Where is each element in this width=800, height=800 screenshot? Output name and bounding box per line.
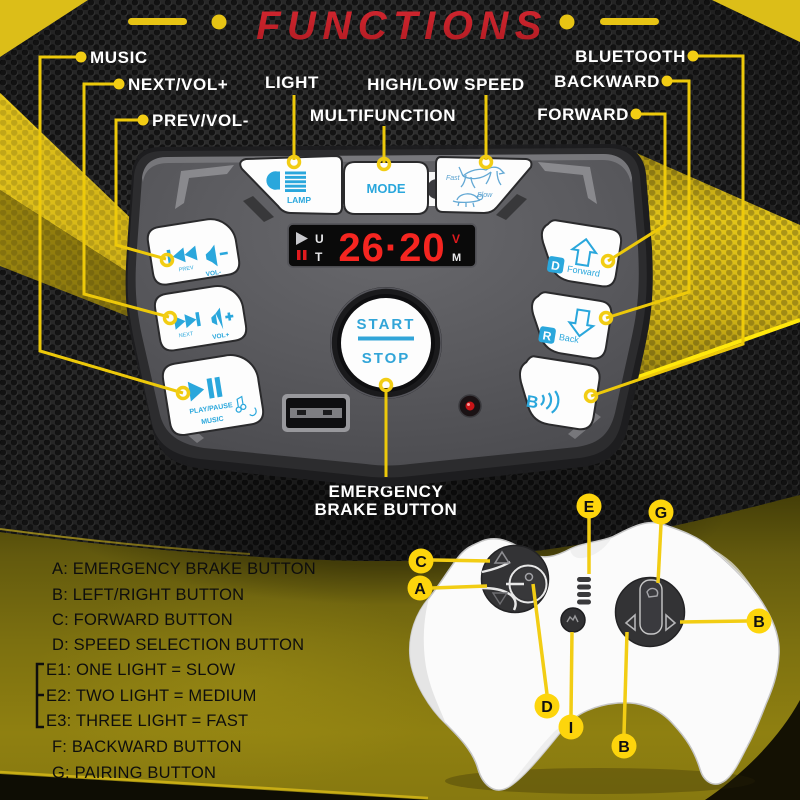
svg-text:B: B (753, 614, 765, 631)
svg-text:Back: Back (558, 332, 580, 345)
svg-text:C: FORWARD BUTTON: C: FORWARD BUTTON (52, 611, 233, 629)
svg-text:BLUETOOTH: BLUETOOTH (575, 47, 686, 66)
svg-text:B: B (618, 739, 630, 756)
svg-text:PREV: PREV (178, 265, 194, 273)
svg-text:C: C (415, 554, 427, 571)
svg-text:LAMP: LAMP (287, 195, 311, 205)
svg-text:NEXT/VOL+: NEXT/VOL+ (128, 75, 228, 94)
svg-text:B: B (525, 392, 540, 413)
svg-text:Fast: Fast (446, 175, 461, 182)
svg-text:FUNCTIONS: FUNCTIONS (256, 4, 548, 48)
svg-text:Slow: Slow (477, 192, 493, 199)
svg-text:D: SPEED SELECTION BUTTON: D: SPEED SELECTION BUTTON (52, 636, 304, 654)
svg-text:NEXT: NEXT (178, 331, 194, 339)
svg-text:V: V (452, 232, 460, 246)
svg-text:MUSIC: MUSIC (90, 48, 148, 67)
svg-text:MODE: MODE (367, 181, 406, 196)
svg-text:EMERGENCY: EMERGENCY (329, 482, 444, 501)
svg-text:26·20: 26·20 (338, 226, 445, 270)
svg-text:VOL-: VOL- (205, 269, 221, 278)
svg-text:BACKWARD: BACKWARD (554, 72, 660, 91)
svg-text:HIGH/LOW SPEED: HIGH/LOW SPEED (367, 75, 525, 94)
svg-text:STOP: STOP (362, 350, 411, 367)
svg-text:G: PAIRING BUTTON: G: PAIRING BUTTON (52, 764, 216, 782)
svg-text:LIGHT: LIGHT (265, 73, 319, 92)
svg-text:A: A (414, 581, 426, 598)
svg-text:B: LEFT/RIGHT BUTTON: B: LEFT/RIGHT BUTTON (52, 586, 244, 604)
svg-text:E3: THREE LIGHT = FAST: E3: THREE LIGHT = FAST (46, 712, 248, 730)
svg-text:R: R (542, 328, 553, 343)
svg-text:U: U (315, 232, 324, 246)
svg-text:A: EMERGENCY BRAKE BUTTON: A: EMERGENCY BRAKE BUTTON (52, 560, 316, 578)
svg-text:E: E (584, 499, 595, 516)
svg-text:BRAKE BUTTON: BRAKE BUTTON (315, 500, 458, 519)
svg-text:FORWARD: FORWARD (537, 105, 629, 124)
svg-text:PREV/VOL-: PREV/VOL- (152, 111, 249, 130)
svg-text:MULTIFUNCTION: MULTIFUNCTION (310, 106, 456, 125)
svg-text:MUSIC: MUSIC (201, 416, 224, 426)
svg-text:F: BACKWARD BUTTON: F: BACKWARD BUTTON (52, 738, 242, 756)
svg-text:G: G (655, 505, 667, 522)
svg-text:T: T (315, 250, 323, 264)
svg-text:E2: TWO LIGHT = MEDIUM: E2: TWO LIGHT = MEDIUM (46, 687, 257, 705)
svg-text:M: M (452, 252, 461, 264)
svg-text:I: I (569, 720, 573, 737)
svg-text:D: D (541, 699, 553, 716)
svg-text:START: START (357, 316, 416, 333)
svg-text:VOL+: VOL+ (212, 331, 230, 341)
svg-text:E1: ONE LIGHT = SLOW: E1: ONE LIGHT = SLOW (46, 661, 236, 679)
svg-text:D: D (550, 258, 561, 273)
